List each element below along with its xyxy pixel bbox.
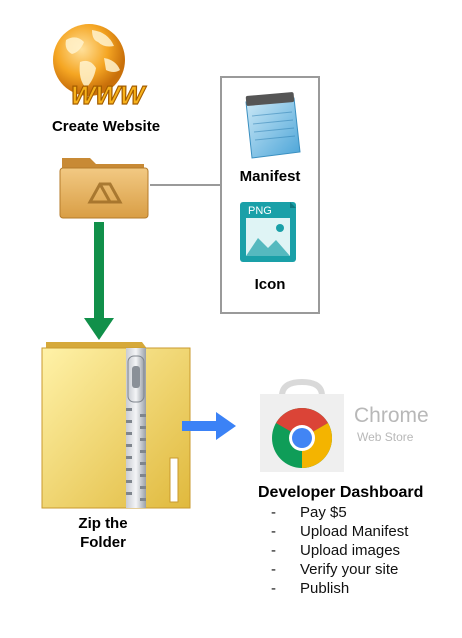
down-arrow	[84, 222, 114, 340]
zip-label-line1: Zip the	[78, 515, 128, 532]
png-image-icon: PNG	[240, 202, 296, 262]
step-item: Publish	[260, 579, 450, 598]
arrow-down-icon	[84, 222, 114, 340]
drive-folder-icon	[59, 158, 149, 219]
step-item: Pay $5	[260, 503, 450, 522]
step-item: Verify your site	[260, 560, 450, 579]
step-item: Upload images	[260, 541, 450, 560]
zip-folder-icon	[41, 342, 191, 509]
manifest-label: Manifest	[239, 168, 301, 185]
manifest-file	[238, 92, 306, 164]
notepad-icon	[245, 92, 301, 159]
drive-folder	[58, 150, 150, 220]
zip-label-line2: Folder	[80, 534, 126, 551]
www-text: WWW	[67, 80, 148, 110]
arrow-right-icon	[182, 412, 236, 440]
create-website-label: Create Website	[51, 118, 161, 135]
connector-line	[150, 184, 220, 186]
dashboard-steps: Pay $5 Upload Manifest Upload images Ver…	[260, 503, 450, 598]
chrome-store-name: Chrome	[354, 404, 429, 427]
right-arrow	[182, 412, 236, 440]
icon-file: PNG	[236, 196, 300, 266]
chrome-web-store-icon	[260, 378, 344, 472]
chrome-web-store-logo	[252, 376, 352, 476]
website-globe: WWW	[44, 18, 164, 116]
zip-label: Zip the Folder	[58, 514, 148, 552]
web-store-subtitle: Web Store	[357, 430, 414, 444]
globe-www-icon: WWW	[53, 24, 149, 111]
png-badge: PNG	[248, 205, 272, 217]
files-box	[220, 76, 320, 314]
step-item: Upload Manifest	[260, 522, 450, 541]
zip-folder	[36, 338, 196, 510]
icon-label: Icon	[254, 276, 286, 293]
dashboard-title: Developer Dashboard	[258, 484, 424, 501]
